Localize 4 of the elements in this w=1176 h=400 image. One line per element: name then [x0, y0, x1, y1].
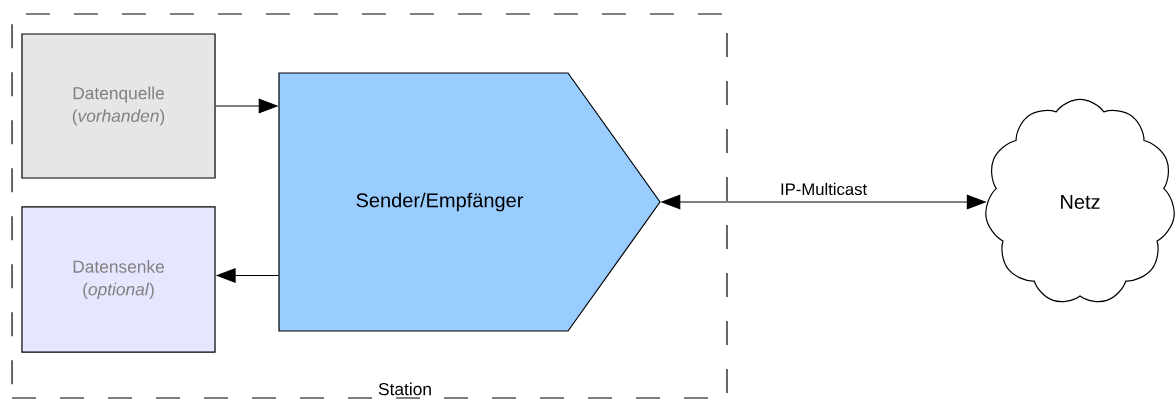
- process-box: Datensenke (optional): [21, 206, 216, 353]
- edge-label: IP-Multicast: [778, 181, 869, 197]
- network-cloud: Netz: [985, 98, 1175, 303]
- process-box: Datenquelle (vorhanden): [21, 33, 216, 179]
